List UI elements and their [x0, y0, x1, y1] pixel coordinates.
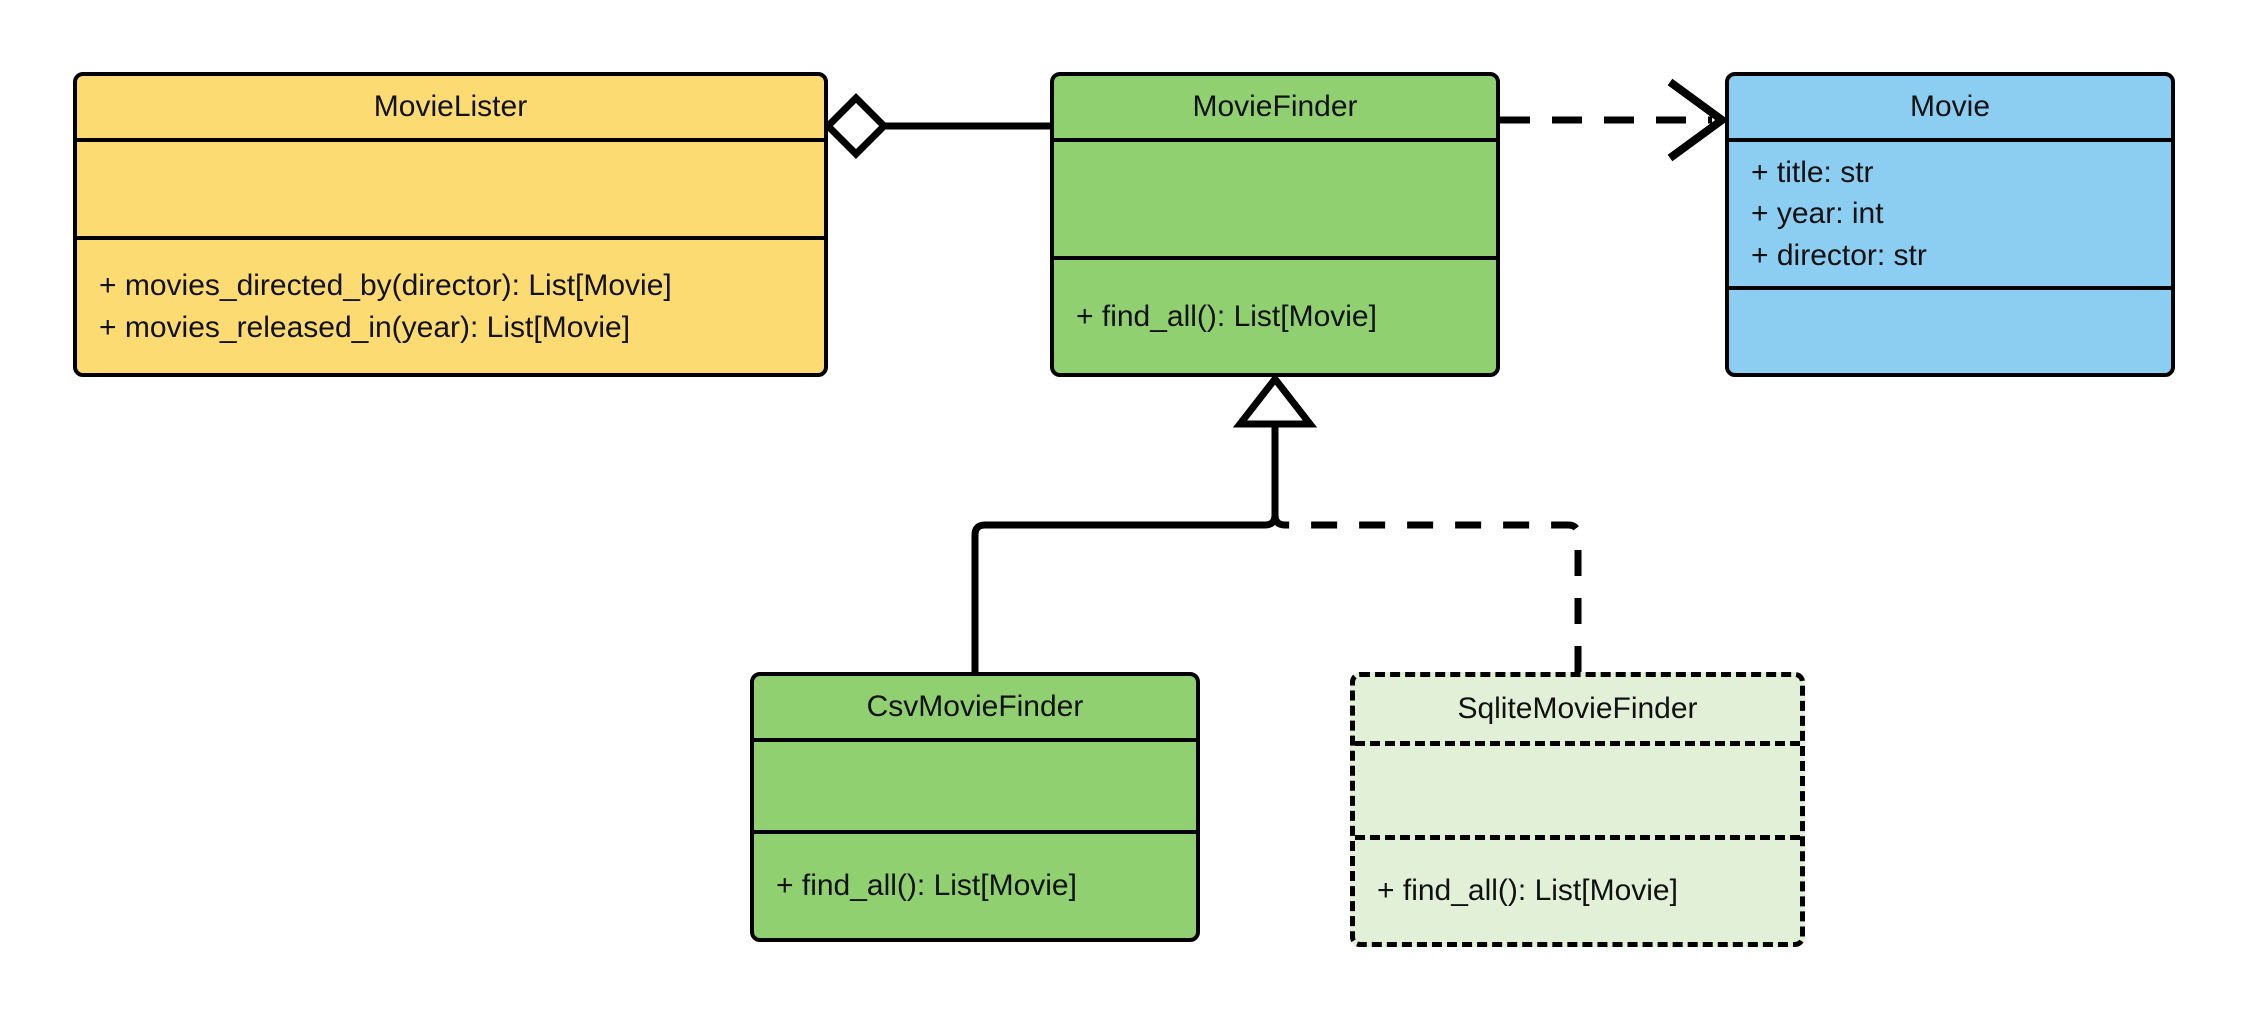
class-box-movie-lister[interactable]: MovieLister + movies_directed_by(directo…: [73, 72, 828, 377]
class-name-compartment: Movie: [1729, 76, 2171, 138]
edge-aggregation-lister-finder[interactable]: [823, 93, 1050, 159]
class-title: SqliteMovieFinder: [1457, 692, 1698, 725]
attribute-item: + title: str: [1751, 155, 1874, 189]
operation-item: + movies_directed_by(director): List[Mov…: [99, 269, 672, 303]
class-name-compartment: MovieFinder: [1054, 76, 1496, 138]
operation-item: + find_all(): List[Movie]: [776, 869, 1077, 903]
class-box-movie[interactable]: Movie + title: str + year: int + directo…: [1725, 72, 2175, 377]
class-operations-compartment: + find_all(): List[Movie]: [1054, 256, 1496, 373]
class-operations-compartment: + find_all(): List[Movie]: [1355, 835, 1800, 942]
class-attributes-compartment: [754, 738, 1196, 830]
generalization-line-csv: [971, 418, 1279, 672]
class-title: MovieFinder: [1192, 90, 1358, 123]
class-operations-compartment: + movies_directed_by(director): List[Mov…: [77, 236, 824, 373]
operation-item: + find_all(): List[Movie]: [1076, 299, 1377, 333]
generalization-line-sqlite: [1271, 418, 1582, 672]
class-attributes-compartment: [1355, 741, 1800, 835]
class-name-compartment: MovieLister: [77, 76, 824, 138]
class-box-sqlite-movie-finder[interactable]: SqliteMovieFinder + find_all(): List[Mov…: [1350, 672, 1805, 947]
class-title: CsvMovieFinder: [866, 690, 1084, 723]
class-title: MovieLister: [373, 90, 528, 123]
operation-item: + find_all(): List[Movie]: [1377, 874, 1678, 908]
class-title: Movie: [1909, 90, 1991, 123]
attribute-item: + director: str: [1751, 238, 1927, 272]
attribute-item: + year: int: [1751, 197, 1884, 231]
class-attributes-compartment: [77, 138, 824, 236]
class-operations-compartment: [1729, 286, 2171, 373]
class-name-compartment: SqliteMovieFinder: [1355, 677, 1800, 741]
class-name-compartment: CsvMovieFinder: [754, 676, 1196, 738]
hollow-triangle-icon: [1232, 373, 1318, 428]
edge-generalization-csv-finder[interactable]: [971, 418, 1279, 672]
class-attributes-compartment: [1054, 138, 1496, 256]
class-operations-compartment: + find_all(): List[Movie]: [754, 830, 1196, 938]
class-attributes-compartment: + title: str + year: int + director: str: [1729, 138, 2171, 286]
edge-generalization-sqlite-finder[interactable]: [1271, 418, 1582, 672]
class-box-csv-movie-finder[interactable]: CsvMovieFinder + find_all(): List[Movie]: [750, 672, 1200, 942]
edge-dependency-finder-movie[interactable]: [1500, 78, 1729, 162]
operation-item: + movies_released_in(year): List[Movie]: [99, 310, 631, 344]
hollow-diamond-icon: [823, 93, 889, 159]
class-box-movie-finder[interactable]: MovieFinder + find_all(): List[Movie]: [1050, 72, 1500, 377]
open-arrowhead-icon: [1667, 78, 1729, 162]
